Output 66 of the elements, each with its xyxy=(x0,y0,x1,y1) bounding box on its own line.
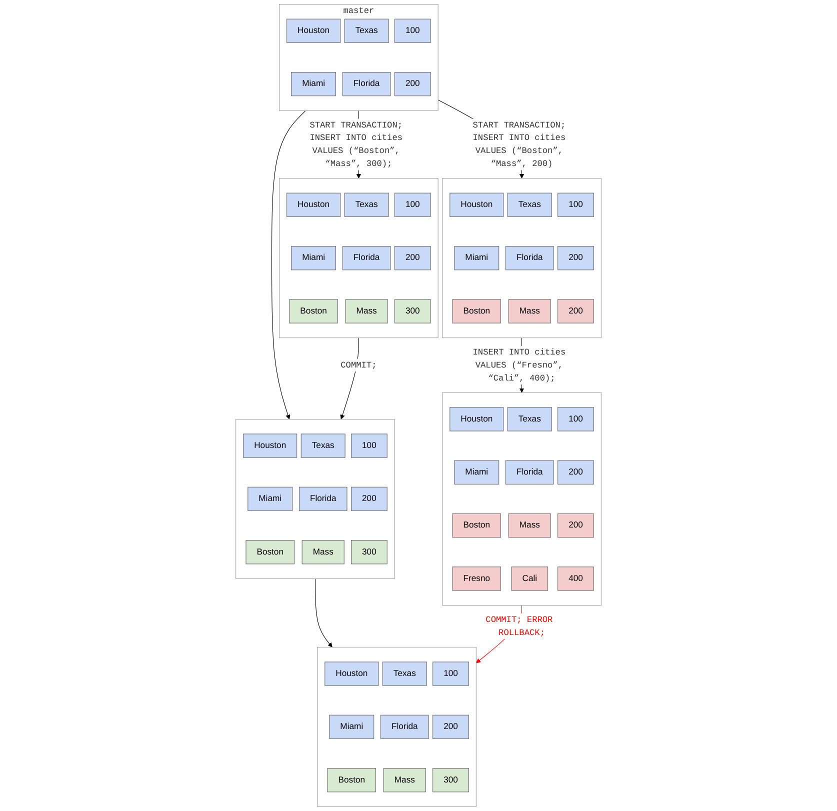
node-box: 200 xyxy=(351,486,388,512)
node-box: 100 xyxy=(394,192,431,217)
node-box: Florida xyxy=(506,460,554,484)
arrow xyxy=(314,578,332,648)
node-box: Boston xyxy=(452,299,502,324)
node-box: Miami xyxy=(454,460,500,484)
node-box: Miami xyxy=(291,246,336,270)
node-box: Houston xyxy=(324,662,379,686)
node-box: Houston xyxy=(450,192,504,217)
node-box: 100 xyxy=(351,434,388,458)
node-box: Houston xyxy=(286,18,341,43)
node-box: 300 xyxy=(394,299,431,324)
node-box: Houston xyxy=(450,407,504,432)
node-box: 200 xyxy=(558,299,594,324)
node-box: Mass xyxy=(383,768,426,792)
node-box: Miami xyxy=(454,246,500,270)
node-box: 100 xyxy=(558,192,594,217)
node-box: Boston xyxy=(452,513,502,538)
arrow xyxy=(272,110,306,420)
node-box: Florida xyxy=(342,246,391,270)
node-box: Texas xyxy=(344,18,389,43)
node-box: 200 xyxy=(558,460,594,484)
edge-label: INSERT INTO cities VALUES (“Fresno”, “Cali”, 400); xyxy=(472,347,566,383)
node-box: Cali xyxy=(511,566,548,591)
node-box: Texas xyxy=(507,192,552,217)
cluster xyxy=(442,178,602,338)
node-box: Boston xyxy=(246,540,294,564)
node-box: Boston xyxy=(289,299,338,324)
node-box: Mass xyxy=(345,299,388,324)
node-box: Houston xyxy=(243,434,298,458)
node-box: Mass xyxy=(302,540,344,564)
edge-label: COMMIT; xyxy=(340,360,377,370)
node-box: Texas xyxy=(344,192,389,217)
cluster xyxy=(442,392,602,606)
node-box: 200 xyxy=(558,246,594,270)
node-box: 300 xyxy=(351,540,388,564)
node-box: Florida xyxy=(342,72,391,96)
node-box: 100 xyxy=(432,662,469,686)
node-box: Miami xyxy=(248,486,293,512)
node-box: Miami xyxy=(329,714,374,740)
node-box: Texas xyxy=(300,434,346,458)
node-box: 200 xyxy=(558,513,594,538)
node-box: Texas xyxy=(507,407,552,432)
node-box: Fresno xyxy=(452,566,502,591)
node-box: Mass xyxy=(508,513,551,538)
edge-label: COMMIT; ERROR ROLLBACK; xyxy=(486,614,553,638)
node-box: 200 xyxy=(394,72,431,96)
node-box: 100 xyxy=(394,18,431,43)
node-box: Texas xyxy=(382,662,427,686)
node-box: Boston xyxy=(327,768,376,792)
node-box: Houston xyxy=(286,192,341,217)
node-box: 100 xyxy=(558,407,594,432)
node-box: 400 xyxy=(558,566,594,591)
node-box: Miami xyxy=(291,72,336,96)
edge-label: START TRANSACTION; INSERT INTO cities VALUES (“Boston”, “Mass”, 300); xyxy=(310,120,403,169)
node-box: Florida xyxy=(506,246,554,270)
node-box: 200 xyxy=(432,714,469,740)
node-box: Florida xyxy=(380,714,429,740)
edge-label: START TRANSACTION; INSERT INTO cities VALUES (“Boston”, “Mass”, 200) xyxy=(472,120,566,169)
node-box: Mass xyxy=(508,299,551,324)
cluster xyxy=(236,418,395,579)
cluster xyxy=(317,646,476,807)
cluster xyxy=(279,178,438,338)
node-box: Florida xyxy=(298,486,348,512)
node-box: 200 xyxy=(394,246,431,270)
node-box: 300 xyxy=(432,768,469,792)
